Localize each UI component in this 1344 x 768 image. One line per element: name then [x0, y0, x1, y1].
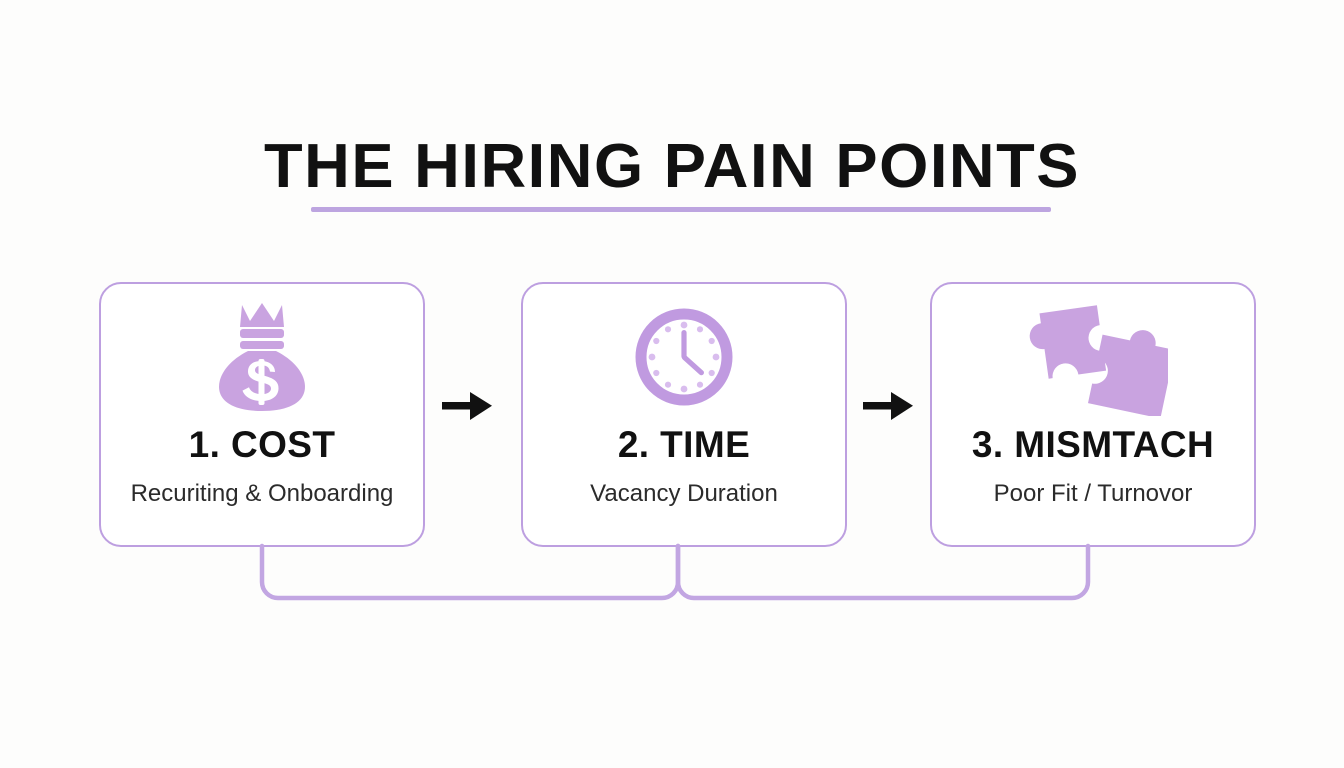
card-subtitle: Poor Fit / Turnovor	[993, 480, 1193, 507]
title-underline	[311, 207, 1051, 212]
puzzle-pieces-icon	[1018, 298, 1168, 416]
card-title: 1. COST	[188, 424, 336, 465]
arrow-right-icon	[858, 384, 920, 428]
card-connector-brackets	[0, 540, 1344, 610]
card-title: 2. TIME	[617, 424, 751, 465]
page-title-block: THE HIRING PAIN POINTS	[0, 136, 1344, 198]
pain-point-card-time[interactable]: 2. TIME Vacancy Duration	[521, 282, 847, 547]
card-subtitle: Recuriting & Onboarding	[130, 480, 394, 507]
arrow-right-icon	[437, 384, 499, 428]
card-title: 3. MISMTACH	[971, 424, 1215, 465]
pain-point-card-cost[interactable]: 1. COST Recuriting & Onboarding	[99, 282, 425, 547]
page-title: THE HIRING PAIN POINTS	[263, 132, 1080, 201]
clock-icon	[632, 298, 736, 416]
pain-point-card-mismatch[interactable]: 3. MISMTACH Poor Fit / Turnovor	[930, 282, 1256, 547]
money-bag-icon	[214, 298, 310, 416]
card-subtitle: Vacancy Duration	[590, 480, 778, 507]
